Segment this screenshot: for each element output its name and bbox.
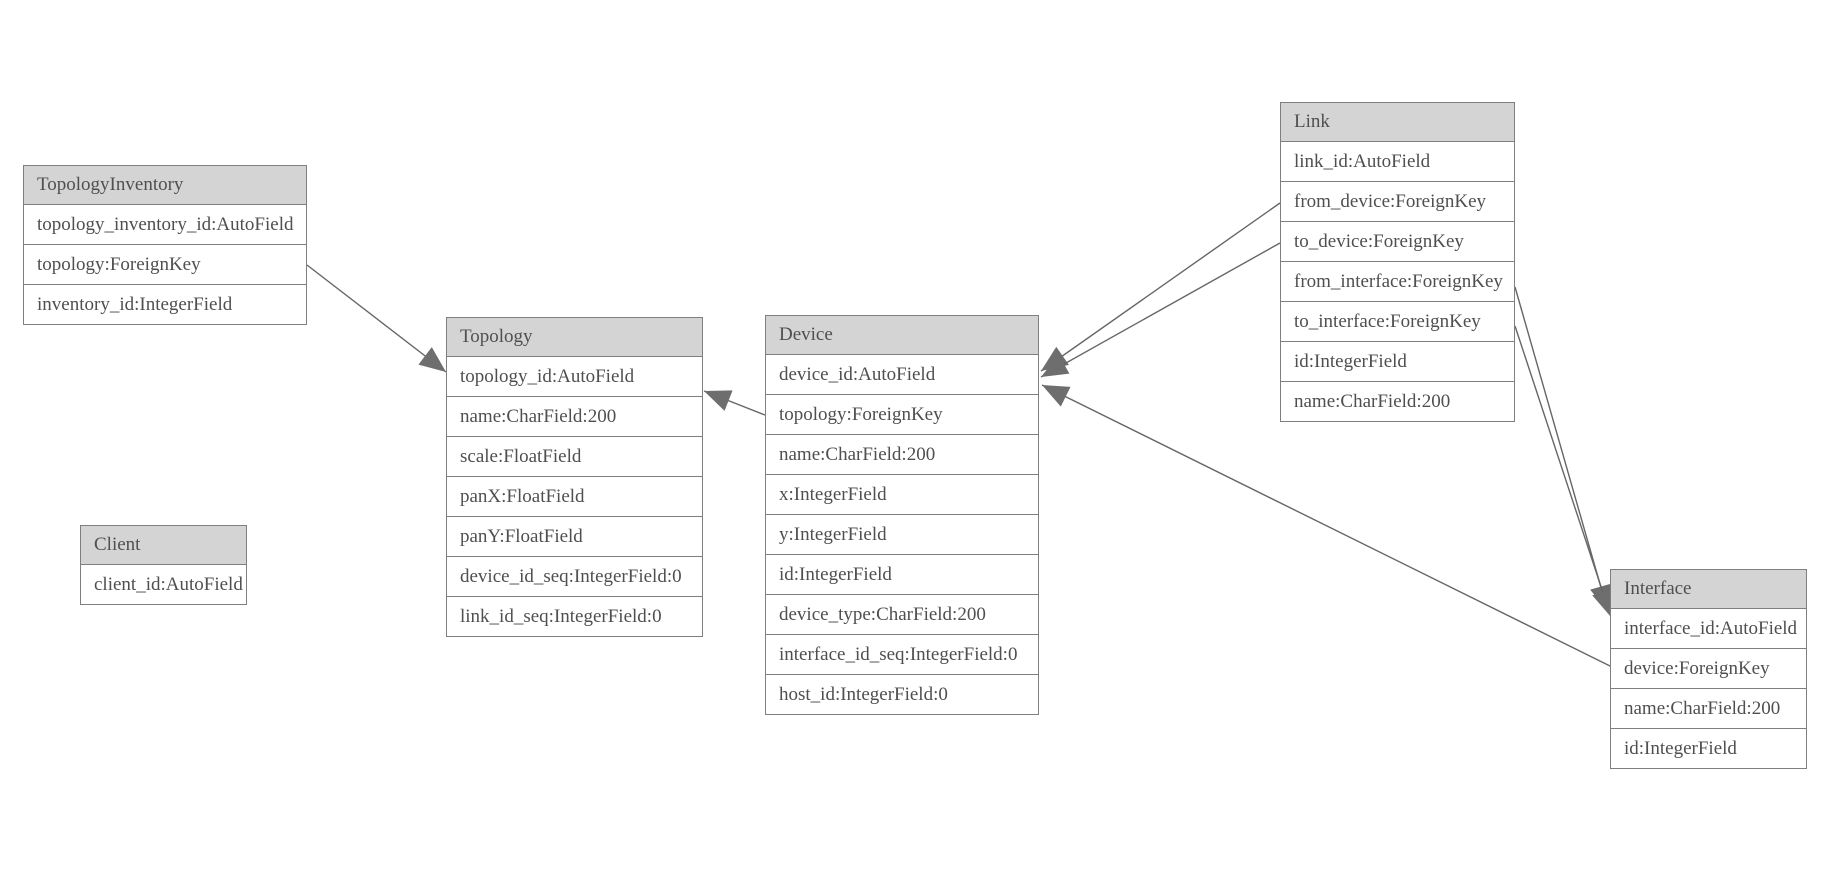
edge-link-to-device xyxy=(1040,242,1281,378)
field-row: topology:ForeignKey xyxy=(766,394,1038,434)
field-row: name:CharField:200 xyxy=(447,396,702,436)
entity-title: Link xyxy=(1281,103,1514,141)
entity-topology-inventory: TopologyInventory topology_inventory_id:… xyxy=(23,165,307,325)
field-row: topology_inventory_id:AutoField xyxy=(24,204,306,244)
field-row: device:ForeignKey xyxy=(1611,648,1806,688)
entity-device: Device device_id:AutoField topology:Fore… xyxy=(765,315,1039,715)
entity-title: Topology xyxy=(447,318,702,356)
field-row: y:IntegerField xyxy=(766,514,1038,554)
field-row: name:CharField:200 xyxy=(1281,381,1514,421)
entity-interface: Interface interface_id:AutoField device:… xyxy=(1610,569,1807,769)
field-row: x:IntegerField xyxy=(766,474,1038,514)
field-row: from_interface:ForeignKey xyxy=(1281,261,1514,301)
entity-topology: Topology topology_id:AutoField name:Char… xyxy=(446,317,703,637)
field-row: interface_id_seq:IntegerField:0 xyxy=(766,634,1038,674)
field-row: to_device:ForeignKey xyxy=(1281,221,1514,261)
field-row: to_interface:ForeignKey xyxy=(1281,301,1514,341)
field-row: panX:FloatField xyxy=(447,476,702,516)
edge-link-to-interface xyxy=(1514,325,1614,618)
field-row: device_type:CharField:200 xyxy=(766,594,1038,634)
field-row: link_id:AutoField xyxy=(1281,141,1514,181)
edge-interface-device xyxy=(1041,384,1611,667)
edge-device-topology xyxy=(703,390,766,416)
field-row: name:CharField:200 xyxy=(1611,688,1806,728)
edge-topologyinventory-topology xyxy=(306,264,447,373)
field-row: id:IntegerField xyxy=(1611,728,1806,768)
entity-title: Device xyxy=(766,316,1038,354)
field-row: client_id:AutoField xyxy=(81,564,246,604)
field-row: name:CharField:200 xyxy=(766,434,1038,474)
edge-link-from-device xyxy=(1040,202,1281,372)
field-row: inventory_id:IntegerField xyxy=(24,284,306,324)
field-row: topology:ForeignKey xyxy=(24,244,306,284)
entity-link: Link link_id:AutoField from_device:Forei… xyxy=(1280,102,1515,422)
entity-title: Interface xyxy=(1611,570,1806,608)
field-row: device_id:AutoField xyxy=(766,354,1038,394)
field-row: link_id_seq:IntegerField:0 xyxy=(447,596,702,636)
field-row: from_device:ForeignKey xyxy=(1281,181,1514,221)
field-row: device_id_seq:IntegerField:0 xyxy=(447,556,702,596)
field-row: id:IntegerField xyxy=(766,554,1038,594)
field-row: scale:FloatField xyxy=(447,436,702,476)
field-row: host_id:IntegerField:0 xyxy=(766,674,1038,714)
edge-link-from-interface xyxy=(1514,286,1612,613)
field-row: topology_id:AutoField xyxy=(447,356,702,396)
entity-client: Client client_id:AutoField xyxy=(80,525,247,605)
field-row: id:IntegerField xyxy=(1281,341,1514,381)
entity-title: TopologyInventory xyxy=(24,166,306,204)
field-row: panY:FloatField xyxy=(447,516,702,556)
field-row: interface_id:AutoField xyxy=(1611,608,1806,648)
entity-title: Client xyxy=(81,526,246,564)
